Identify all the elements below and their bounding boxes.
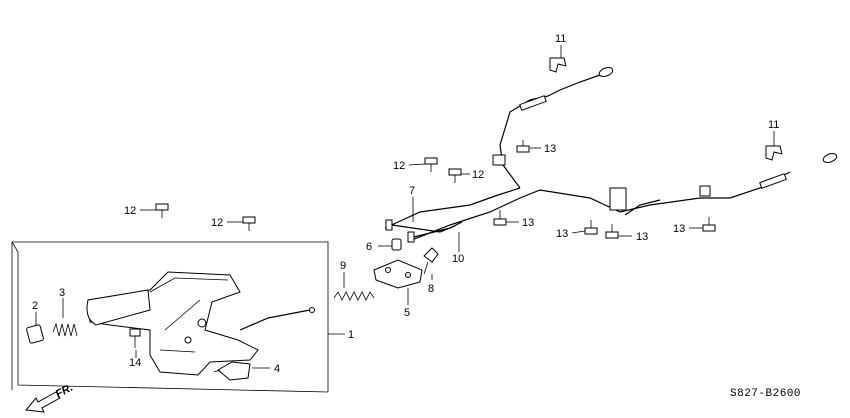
callout-13-a: 13: [544, 143, 556, 155]
bolt-12-d: [448, 168, 462, 183]
front-direction-arrow-icon: [25, 391, 61, 413]
callout-12-d: 12: [472, 169, 484, 181]
callout-13-b: 13: [522, 217, 534, 229]
part-8-pin: [423, 247, 439, 275]
part-11-clip-upper: [549, 57, 567, 73]
bolt-13-b: [493, 210, 507, 226]
right-rear-cable: [384, 67, 614, 229]
callout-13-c: 13: [556, 228, 568, 240]
callout-9: 9: [340, 260, 346, 272]
callout-2: 2: [32, 300, 38, 312]
part-3-spring: [52, 322, 78, 337]
bolt-12-c: [424, 157, 438, 172]
bolt-13-c: [584, 220, 598, 235]
callout-12-b: 12: [211, 217, 223, 229]
part-14-bolt: [129, 328, 141, 348]
callout-4: 4: [274, 363, 280, 375]
callout-6: 6: [366, 241, 372, 253]
part-6-collar: [391, 238, 402, 251]
lever-assembly-box: [11, 241, 329, 393]
lever-cable-end: [309, 307, 315, 313]
callout-8: 8: [428, 283, 434, 295]
callout-13-d: 13: [636, 231, 648, 243]
bolt-13-e: [702, 217, 716, 232]
cable-end-7: [385, 219, 393, 231]
bolt-13-d: [605, 224, 619, 239]
callout-13-e: 13: [673, 223, 685, 235]
diagram-code: S827-B2600: [730, 388, 801, 400]
lever-cable: [239, 309, 311, 331]
front-direction-label: FR.: [54, 382, 75, 401]
callout-11-right: 11: [768, 119, 779, 131]
part-11-clip-right: [765, 145, 783, 161]
callout-7: 7: [409, 185, 415, 197]
callout-12-a: 12: [124, 205, 136, 217]
callout-12-c: 12: [393, 160, 405, 172]
callout-14: 14: [129, 357, 141, 369]
bolt-12-a: [155, 203, 169, 218]
parking-brake-lever: [86, 271, 259, 376]
part-9-spring: [333, 291, 375, 301]
part-5-equalizer: [373, 259, 423, 289]
bolt-13-a: [516, 140, 530, 153]
part-2-cap: [26, 324, 44, 344]
bolt-12-b: [242, 216, 256, 231]
part-4-switch: [213, 361, 251, 381]
cable-end-10: [407, 231, 415, 243]
inner-cable-b: [413, 221, 463, 238]
callout-5: 5: [404, 307, 410, 319]
leader-lines: [35, 45, 775, 369]
callout-3: 3: [59, 287, 65, 299]
callout-10: 10: [452, 253, 464, 265]
callout-11-upper: 11: [555, 33, 566, 45]
left-rear-cable: [411, 153, 838, 241]
callout-1: 1: [348, 329, 354, 341]
